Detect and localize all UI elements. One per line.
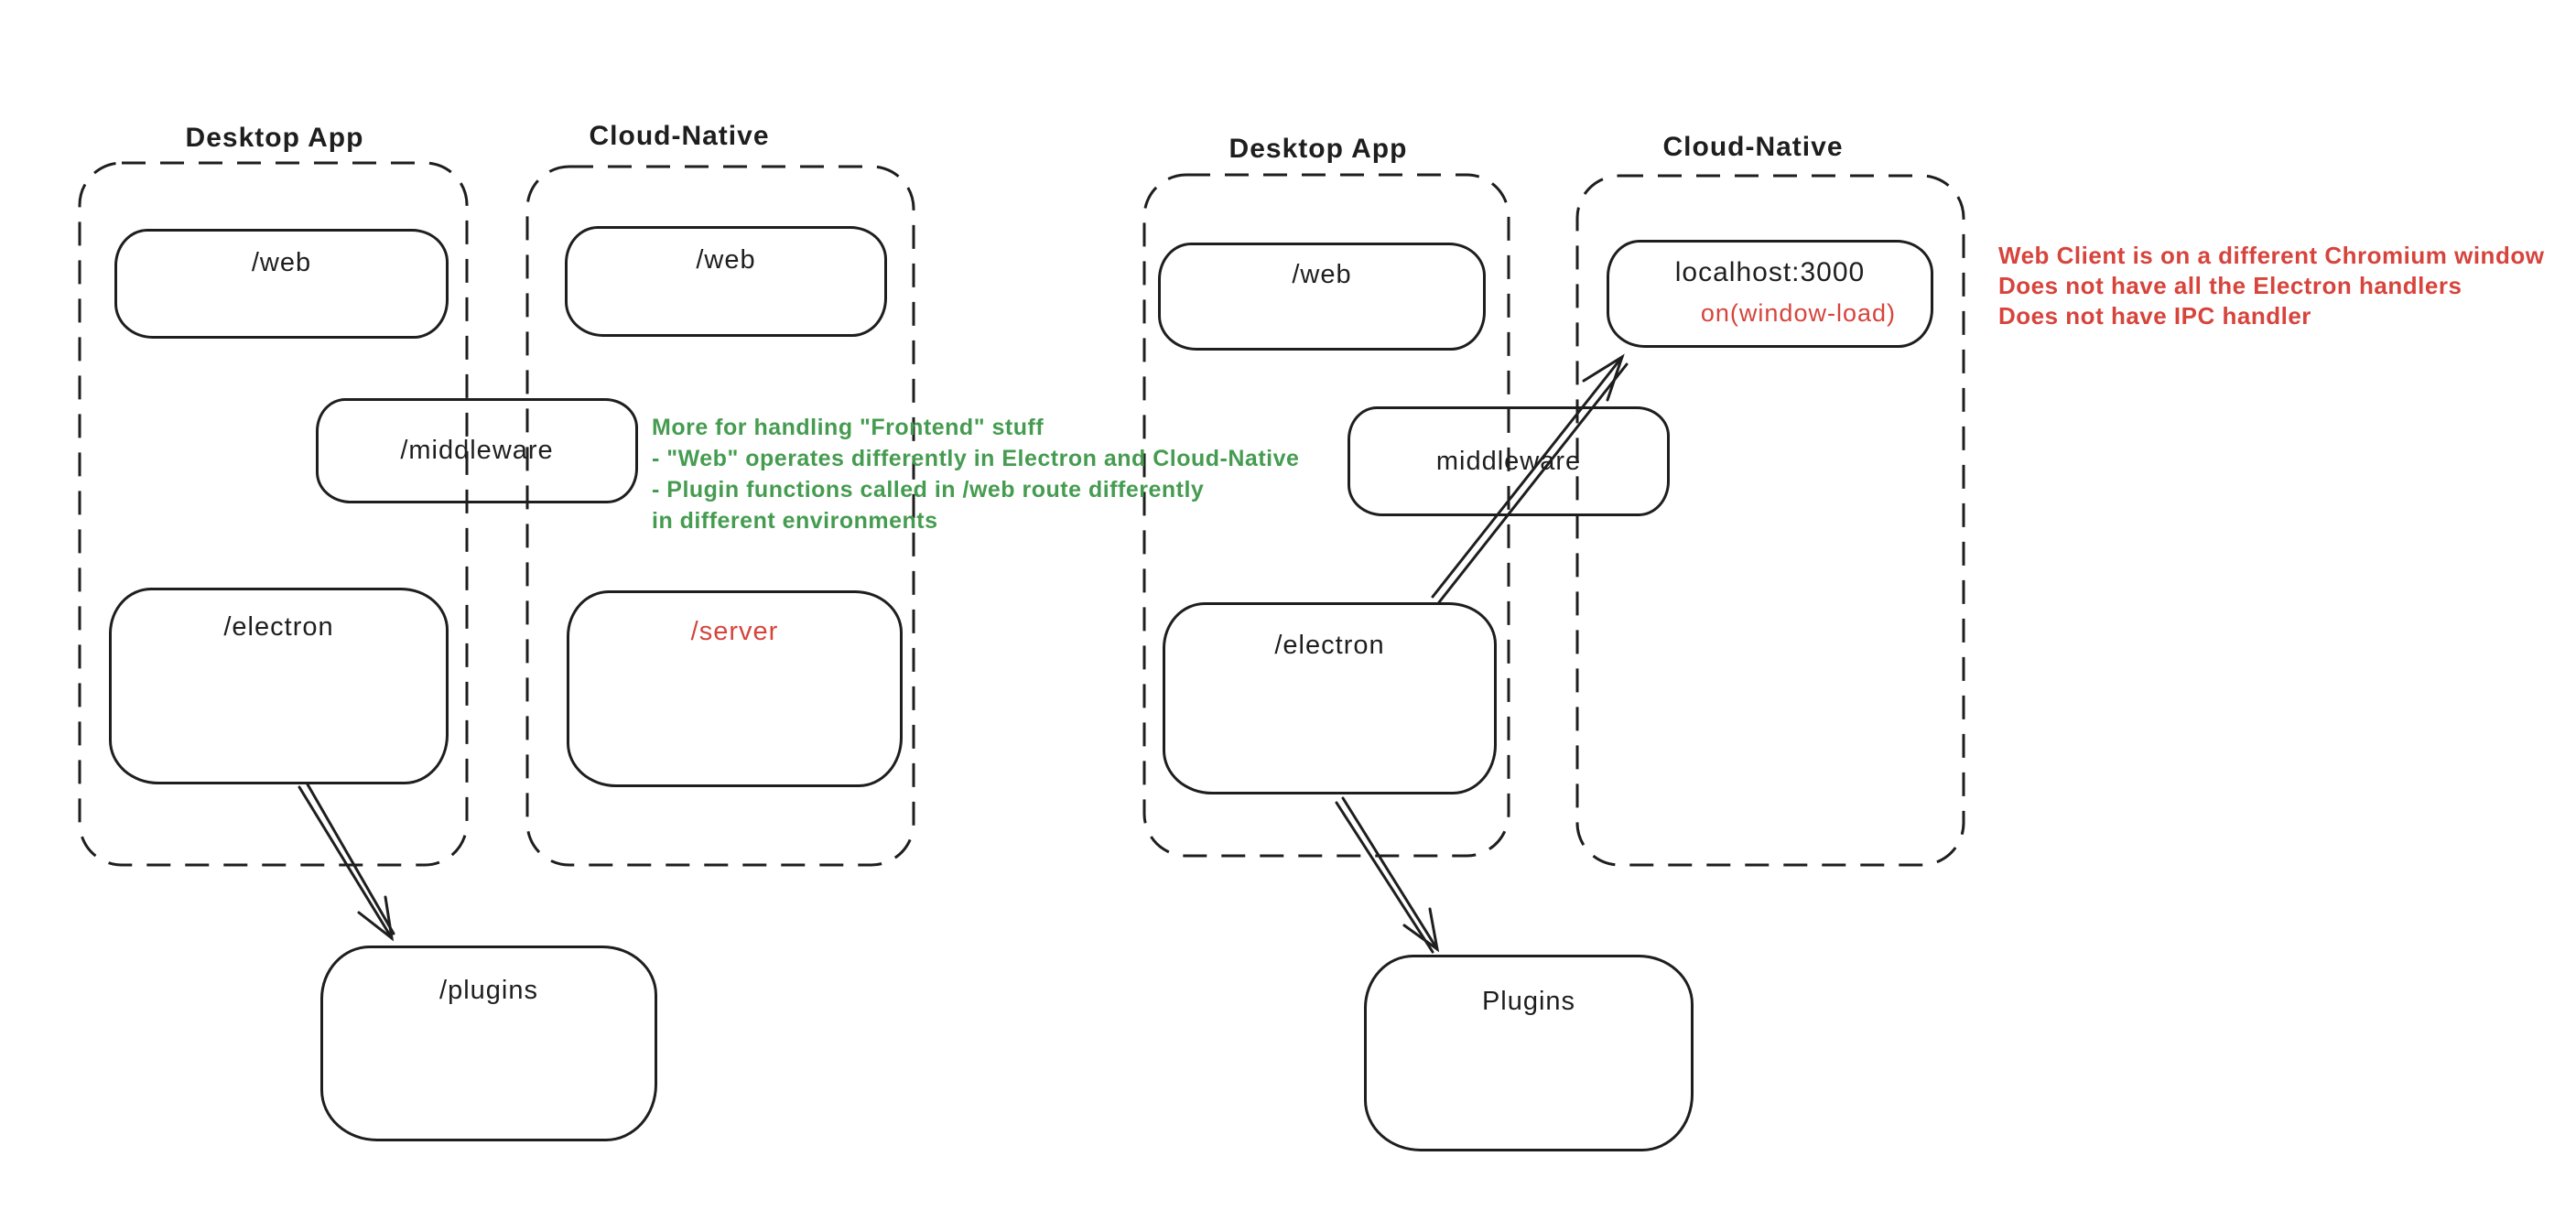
frontend-note-line: More for handling "Frontend" stuff bbox=[652, 415, 1044, 440]
left-plugins-label: /plugins bbox=[439, 976, 538, 1005]
left-plugins-box: /plugins bbox=[320, 946, 657, 1141]
left-electron-box: /electron bbox=[109, 588, 449, 784]
right-electron-to-plugins-arrow bbox=[1335, 796, 1440, 954]
right-electron-box: /electron bbox=[1163, 602, 1497, 794]
left-web-cloud-box: /web bbox=[565, 226, 887, 337]
left-middleware-label: /middleware bbox=[400, 436, 554, 465]
right-localhost-box: localhost:3000 on(window-load) bbox=[1607, 240, 1933, 348]
right-web-desktop-box: /web bbox=[1158, 243, 1486, 351]
right-desktop-app-container bbox=[1142, 173, 1510, 858]
frontend-note-line: - Plugin functions called in /web route … bbox=[652, 477, 1205, 503]
right-middleware-label: middleware bbox=[1435, 446, 1582, 476]
frontend-note-line: - "Web" operates differently in Electron… bbox=[652, 446, 1300, 471]
left-cloud-native-container bbox=[525, 165, 915, 867]
left-server-box: /server bbox=[567, 590, 903, 787]
right-localhost-label: localhost:3000 bbox=[1674, 257, 1866, 287]
right-electron-label: /electron bbox=[1274, 631, 1385, 660]
left-server-label: /server bbox=[690, 617, 779, 646]
frontend-note: More for handling "Frontend" stuff - "We… bbox=[652, 412, 1299, 536]
right-cloud-native-title: Cloud-Native bbox=[1662, 132, 1844, 162]
left-middleware-box: /middleware bbox=[316, 398, 638, 503]
web-client-note-line: Does not have IPC handler bbox=[1998, 302, 2311, 330]
left-web-desktop-label: /web bbox=[251, 248, 312, 277]
left-web-desktop-box: /web bbox=[114, 229, 449, 339]
right-plugins-box: Plugins bbox=[1364, 955, 1694, 1151]
right-localhost-event-label: on(window-load) bbox=[1700, 299, 1896, 327]
right-cloud-native-container bbox=[1575, 174, 1965, 867]
right-desktop-app-title: Desktop App bbox=[1228, 134, 1408, 164]
left-electron-to-plugins-arrow bbox=[298, 783, 395, 942]
right-web-desktop-label: /web bbox=[1292, 260, 1352, 289]
right-plugins-label: Plugins bbox=[1481, 987, 1576, 1016]
web-client-note-line: Web Client is on a different Chromium wi… bbox=[1998, 242, 2545, 269]
left-electron-label: /electron bbox=[223, 612, 334, 642]
right-electron-to-localhost-arrow bbox=[1431, 353, 1629, 604]
web-client-note-line: Does not have all the Electron handlers bbox=[1998, 272, 2462, 299]
left-web-cloud-label: /web bbox=[696, 245, 756, 275]
web-client-note: Web Client is on a different Chromium wi… bbox=[1998, 241, 2544, 331]
frontend-note-line: in different environments bbox=[652, 508, 938, 534]
left-cloud-native-title: Cloud-Native bbox=[589, 121, 770, 151]
right-middleware-box: middleware bbox=[1348, 406, 1670, 516]
left-desktop-app-title: Desktop App bbox=[185, 123, 364, 153]
left-desktop-app-container bbox=[78, 161, 469, 867]
